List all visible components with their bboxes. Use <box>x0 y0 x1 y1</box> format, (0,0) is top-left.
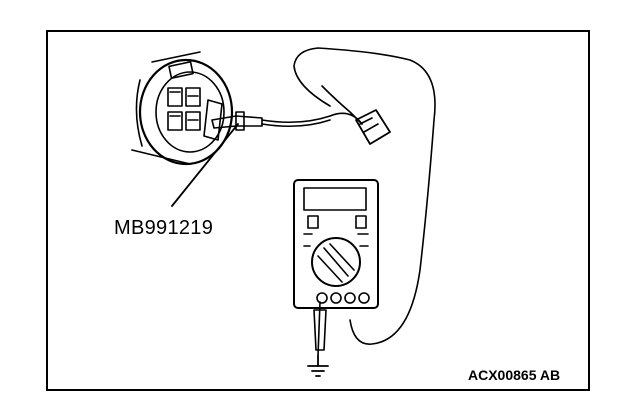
connector-icon <box>131 51 234 166</box>
alligator-clip-icon <box>355 109 391 145</box>
test-lead <box>293 47 436 345</box>
ground-symbol-icon <box>307 355 329 377</box>
ground-probe-icon <box>313 301 327 357</box>
multimeter-icon <box>293 179 379 309</box>
test-lead <box>321 85 363 125</box>
tool-part-number-label: MB991219 <box>114 217 214 239</box>
leader-line <box>171 123 239 207</box>
figure-reference-code: ACX00865 AB <box>468 367 561 383</box>
